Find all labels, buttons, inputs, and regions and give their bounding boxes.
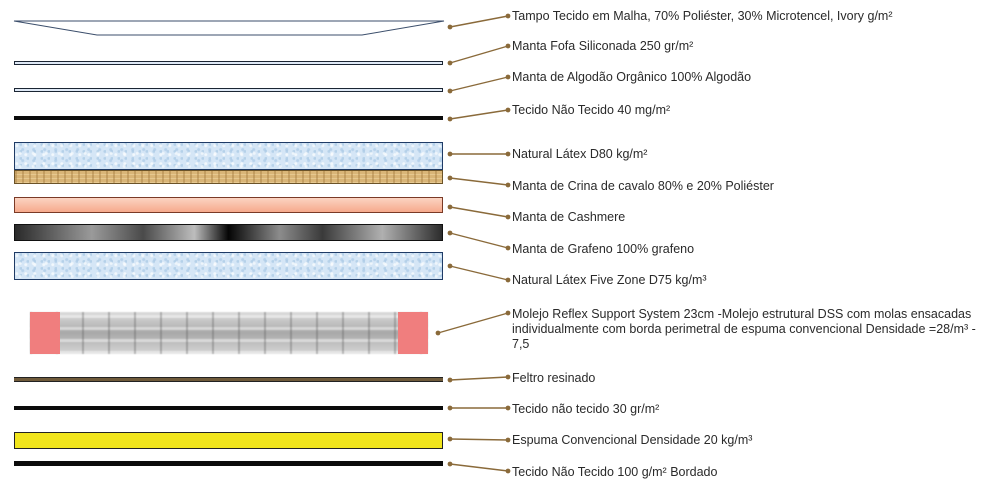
leader-cashmere-start-dot <box>447 204 453 210</box>
label-tnt-40: Tecido Não Tecido 40 mg/m² <box>512 103 671 117</box>
layer-molejo <box>30 312 428 354</box>
layer-manta-algodao <box>14 88 443 92</box>
layer-tnt-100 <box>14 461 443 466</box>
layer-grafeno <box>14 224 443 241</box>
leader-feltro-end-dot <box>505 374 511 380</box>
leader-espuma-end-dot <box>505 437 511 443</box>
leader-tnt-40 <box>449 109 509 120</box>
leader-cashmere-end-dot <box>505 214 511 220</box>
label-tnt-30: Tecido não tecido 30 gr/m² <box>512 402 660 416</box>
leader-crina-cavalo <box>449 177 509 186</box>
leader-tampo-end-dot <box>505 13 511 19</box>
layer-cashmere <box>14 197 443 213</box>
label-manta-fofa: Manta Fofa Siliconada 250 gr/m² <box>512 39 694 53</box>
layer-molejo-right-edge <box>398 312 428 354</box>
leader-molejo-start-dot <box>435 330 441 336</box>
leader-grafeno <box>449 232 509 249</box>
layer-latex-five-zone <box>14 252 443 280</box>
leader-latex-five-zone-start-dot <box>447 263 453 269</box>
leader-manta-algodao-start-dot <box>447 88 453 94</box>
leader-latex-d80-end-dot <box>505 151 511 157</box>
leader-crina-cavalo-start-dot <box>447 175 453 181</box>
layer-feltro <box>14 377 443 382</box>
layer-tampo <box>13 20 445 36</box>
layer-latex-d80 <box>14 142 443 170</box>
leader-tnt-30-start-dot <box>447 405 453 411</box>
leader-tnt-40-end-dot <box>505 107 511 113</box>
layer-tnt-30 <box>14 406 443 410</box>
leader-molejo-end-dot <box>505 310 511 316</box>
leader-tnt-30-end-dot <box>505 405 511 411</box>
label-manta-algodao: Manta de Algodão Orgânico 100% Algodão <box>512 70 752 84</box>
label-grafeno: Manta de Grafeno 100% grafeno <box>512 242 695 256</box>
leader-tnt-100-end-dot <box>505 468 511 474</box>
leader-feltro-start-dot <box>447 377 453 383</box>
leader-tampo-start-dot <box>447 24 453 30</box>
layer-tnt-40 <box>14 116 443 120</box>
label-molejo: Molejo Reflex Support System 23cm -Molej… <box>512 307 976 351</box>
leader-tnt-100 <box>449 463 509 472</box>
leader-tampo <box>449 15 509 28</box>
leader-manta-fofa-start-dot <box>447 60 453 66</box>
layer-espuma <box>14 432 443 449</box>
label-cashmere: Manta de Cashmere <box>512 210 626 224</box>
leader-manta-fofa <box>449 45 509 64</box>
leader-cashmere <box>449 206 509 218</box>
label-crina-cavalo: Manta de Crina de cavalo 80% e 20% Polié… <box>512 179 774 193</box>
leader-tnt-100-start-dot <box>447 461 453 467</box>
leader-grafeno-start-dot <box>447 230 453 236</box>
leader-tnt-40-start-dot <box>447 116 453 122</box>
leader-latex-five-zone-end-dot <box>505 277 511 283</box>
layer-molejo-left-edge <box>30 312 60 354</box>
leader-crina-cavalo-end-dot <box>505 182 511 188</box>
label-tnt-100: Tecido Não Tecido 100 g/m² Bordado <box>512 465 718 479</box>
leader-latex-d80-start-dot <box>447 151 453 157</box>
leader-espuma <box>449 438 509 441</box>
layer-crina-cavalo <box>14 170 443 184</box>
leader-espuma-start-dot <box>447 436 453 442</box>
label-latex-five-zone: Natural Látex Five Zone D75 kg/m³ <box>512 273 707 287</box>
label-espuma: Espuma Convencional Densidade 20 kg/m³ <box>512 433 753 447</box>
leader-feltro <box>449 376 509 381</box>
label-feltro: Feltro resinado <box>512 371 596 385</box>
label-latex-d80: Natural Látex D80 kg/m² <box>512 147 648 161</box>
label-tampo: Tampo Tecido em Malha, 70% Poliéster, 30… <box>512 9 893 23</box>
leader-manta-algodao <box>449 76 509 92</box>
leader-manta-algodao-end-dot <box>505 74 511 80</box>
leader-molejo <box>437 312 509 334</box>
leader-manta-fofa-end-dot <box>505 43 511 49</box>
layer-manta-fofa <box>14 61 443 65</box>
leader-lines <box>435 13 511 474</box>
leader-latex-five-zone <box>449 265 509 281</box>
leader-grafeno-end-dot <box>505 245 511 251</box>
